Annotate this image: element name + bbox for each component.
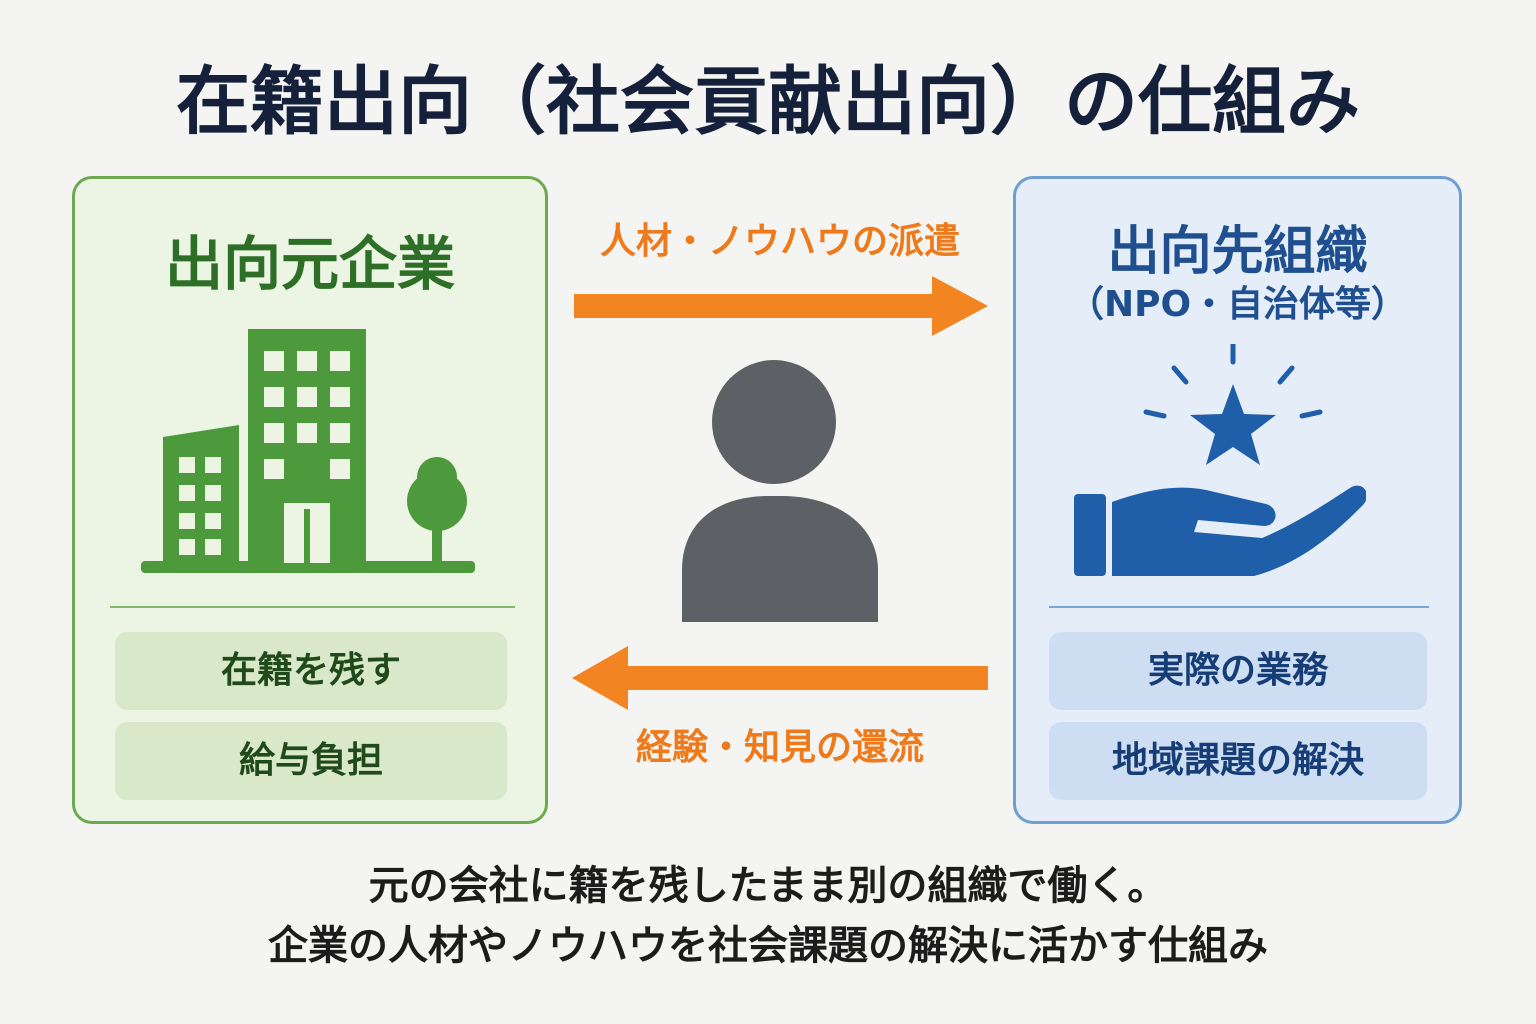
source-company-title: 出向元企業 bbox=[164, 230, 455, 298]
person-icon bbox=[682, 360, 878, 622]
host-organization-item-actual-work: 実際の業務 bbox=[1049, 632, 1427, 710]
office-building-icon bbox=[141, 329, 475, 573]
page-title: 在籍出向（社会貢献出向）の仕組み bbox=[176, 59, 1360, 145]
caption-line-2: 企業の人材やノウハウを社会課題の解決に活かす仕組み bbox=[268, 923, 1268, 969]
source-company-item-retain-employment: 在籍を残す bbox=[115, 632, 507, 710]
source-company-divider bbox=[110, 606, 515, 608]
caption-line-1: 元の会社に籍を残したまま別の組織で働く。 bbox=[368, 863, 1168, 909]
source-company-panel: 出向元企業 在籍を残 bbox=[72, 176, 548, 824]
host-organization-subtitle: （NPO・自治体等） bbox=[1067, 284, 1408, 325]
host-organization-divider bbox=[1049, 606, 1429, 608]
arrow-right-icon bbox=[574, 276, 988, 336]
source-company-item-salary: 給与負担 bbox=[115, 722, 507, 800]
dispatch-arrow-label: 人材・ノウハウの派遣 bbox=[599, 221, 960, 262]
host-organization-item-regional-issues: 地域課題の解決 bbox=[1049, 722, 1427, 800]
arrow-left-icon bbox=[572, 646, 988, 710]
host-organization-title: 出向先組織 bbox=[1107, 222, 1368, 282]
hand-star-icon bbox=[1074, 344, 1366, 576]
return-arrow-label: 経験・知見の還流 bbox=[635, 727, 924, 768]
host-organization-panel: 出向先組織 （NPO・自治体等） 実際の業務 地域課題の解決 bbox=[1013, 176, 1462, 824]
